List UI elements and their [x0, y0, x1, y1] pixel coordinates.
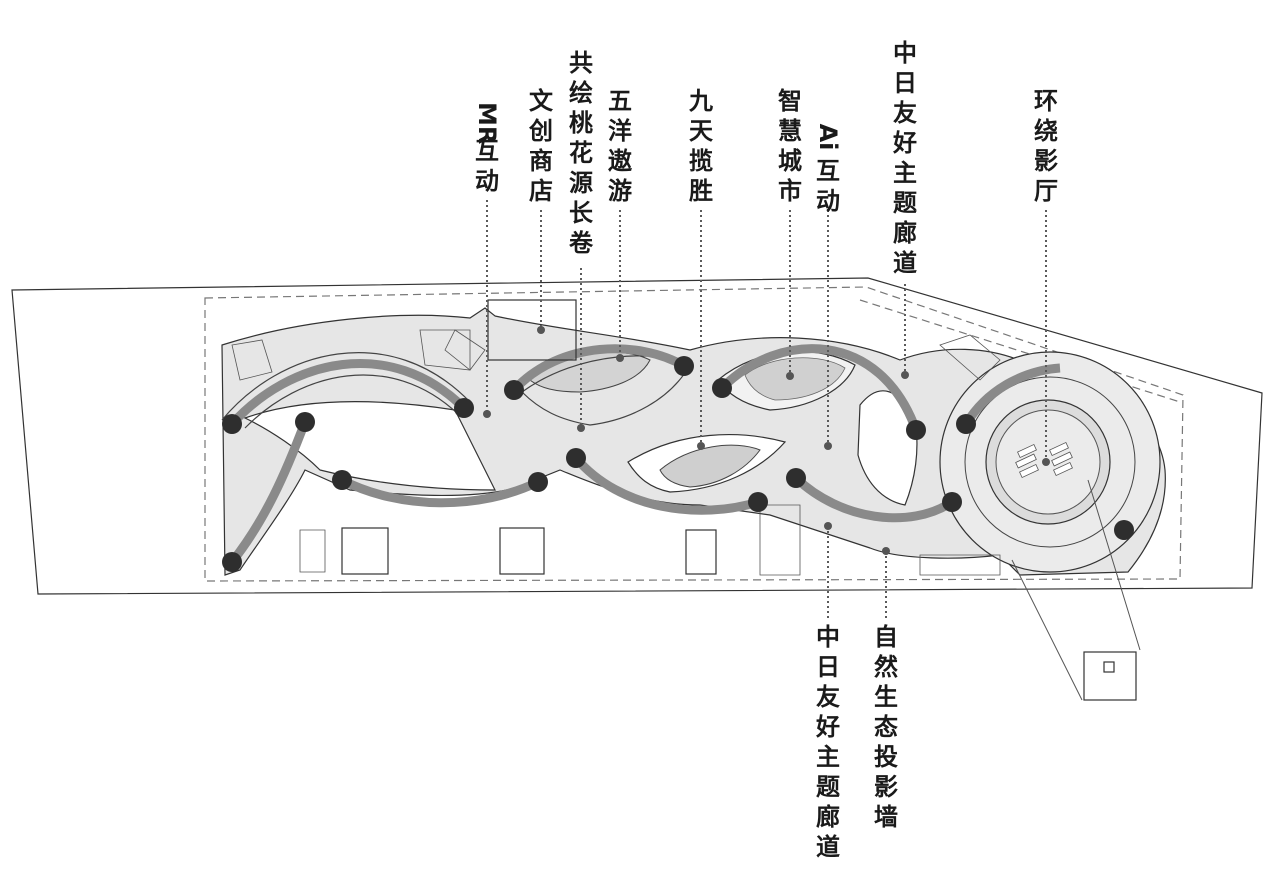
cinema-seats [1015, 441, 1073, 479]
label-corridor-bottom: 中日友好主题廊道 [816, 623, 840, 861]
label-eco-projection-wall: 自然生态投影墙 [874, 623, 898, 831]
label-ocean-tour: 五洋遨游 [608, 87, 632, 205]
node [295, 412, 315, 432]
node [222, 414, 242, 434]
node [956, 414, 976, 434]
node [566, 448, 586, 468]
leader-markers [483, 326, 1050, 555]
void-right [857, 390, 918, 506]
exit-walk [1011, 479, 1141, 701]
node [332, 470, 352, 490]
label-creative-shop: 文创商店 [529, 87, 553, 205]
node [454, 398, 474, 418]
leaders [486, 200, 1047, 620]
node [906, 420, 926, 440]
node [748, 492, 768, 512]
label-sky-view: 九天揽胜 [689, 87, 713, 205]
node [222, 552, 242, 572]
nodes [222, 356, 1134, 572]
label-peach-scroll: 共绘桃花源长卷 [569, 49, 593, 257]
node [786, 468, 806, 488]
label-surround-cinema: 环绕影厅 [1034, 87, 1058, 205]
arc-walls [221, 344, 1061, 565]
node [1114, 520, 1134, 540]
site-boundary [11, 277, 1263, 595]
node [528, 472, 548, 492]
node [712, 378, 732, 398]
stairs [231, 329, 1001, 576]
node [674, 356, 694, 376]
node [504, 380, 524, 400]
inner-boundary [204, 286, 1184, 582]
label-smart-city: 智慧城市 [778, 87, 802, 205]
label-corridor-top: 中日友好主题廊道 [893, 39, 917, 277]
cinema-arc [964, 376, 1136, 548]
node [942, 492, 962, 512]
ocean-lens [521, 355, 691, 426]
sky-area [659, 444, 761, 488]
